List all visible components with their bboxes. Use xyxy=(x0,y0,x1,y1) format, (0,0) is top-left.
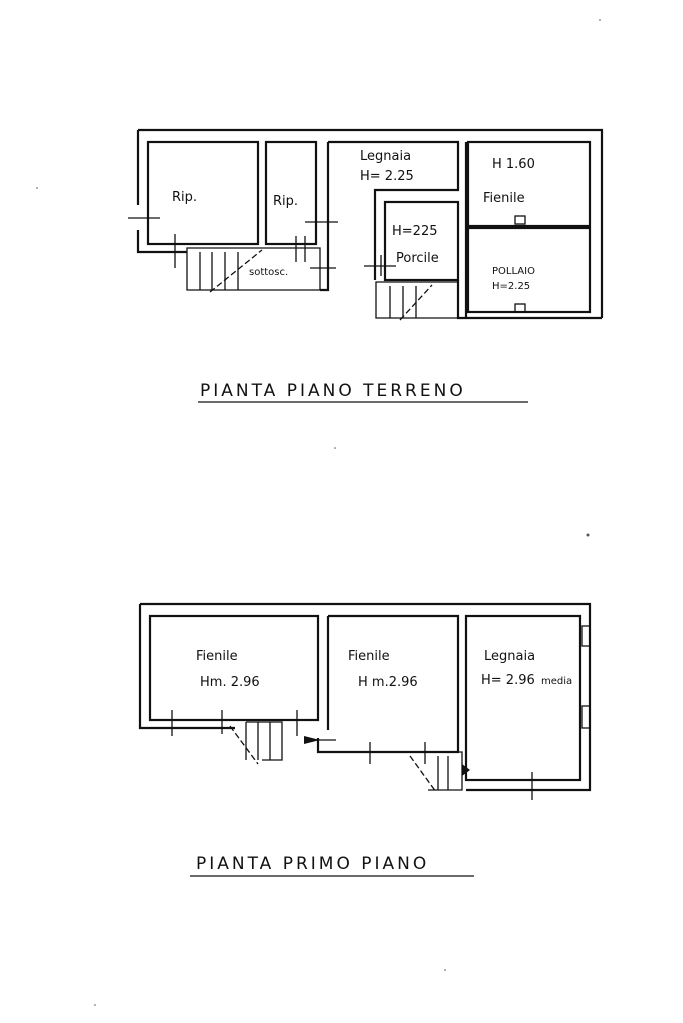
arrow-icon xyxy=(304,736,470,776)
staircase-right xyxy=(375,281,459,321)
scan-specks xyxy=(36,19,601,1006)
room-height: H 1.60 xyxy=(492,157,535,172)
room-fienile-1 xyxy=(148,614,320,722)
plan-title: PIANTA PIANO TERRENO xyxy=(200,381,466,401)
room-porcile xyxy=(383,200,460,282)
window xyxy=(581,625,591,647)
wall-legnaia xyxy=(320,140,460,292)
first-floor-plan: Fienile Hm. 2.96 Fienile H m.2.96 Legnai… xyxy=(138,602,592,877)
room-label: POLLAIO xyxy=(492,266,535,277)
opening-pollaio xyxy=(514,303,526,313)
window xyxy=(581,705,591,729)
room-rip-1 xyxy=(146,140,260,246)
room-label: Fienile xyxy=(196,649,238,664)
room-label: Fienile xyxy=(483,191,525,206)
room-height: H= 2.96 xyxy=(481,673,535,688)
room-label: sottosc. xyxy=(249,267,288,278)
room-height: H= 2.25 xyxy=(360,169,414,184)
outer-wall xyxy=(136,128,604,318)
staircase-left xyxy=(229,721,283,765)
room-label: Legnaia xyxy=(484,649,535,664)
room-height: Hm. 2.96 xyxy=(200,675,260,690)
door-marks xyxy=(128,217,396,276)
room-label: Porcile xyxy=(396,251,439,266)
room-label: Fienile xyxy=(348,649,390,664)
outer-wall xyxy=(138,602,592,792)
room-height: H m.2.96 xyxy=(358,675,418,690)
room-height-note: media xyxy=(541,676,572,687)
staircase-right xyxy=(409,751,463,793)
staircase-left xyxy=(186,247,321,293)
room-height: H=2.25 xyxy=(492,281,530,292)
room-rip-2 xyxy=(264,140,318,246)
room-fienile xyxy=(466,140,592,228)
plan-title: PIANTA PRIMO PIANO xyxy=(196,854,429,874)
room-label: Legnaia xyxy=(360,149,411,164)
room-legnaia xyxy=(464,614,582,782)
room-pollaio xyxy=(466,226,592,314)
room-label: Rip. xyxy=(172,190,197,205)
room-label: Rip. xyxy=(273,194,298,209)
ground-floor-plan: Rip. Rip. Legnaia H= 2.25 H 1.60 Fienile… xyxy=(128,128,604,403)
door-marks xyxy=(171,710,533,800)
room-height: H=225 xyxy=(392,224,437,239)
opening-fienile xyxy=(514,215,526,225)
